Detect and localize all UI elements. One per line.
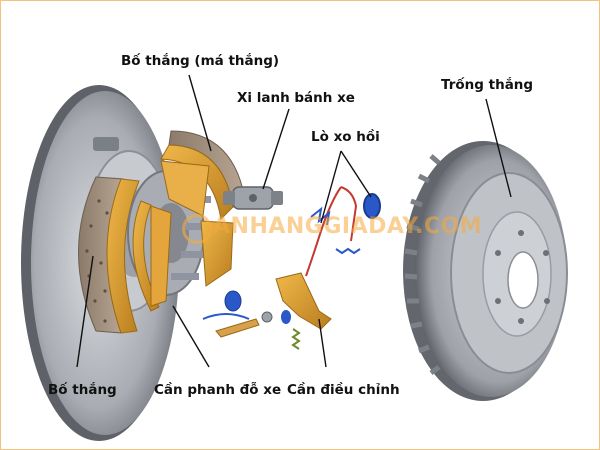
label-adjuster: Cần điều chỉnh <box>287 382 400 398</box>
leader-spring-1 <box>320 150 342 224</box>
label-shoe-bottom: Bố thắng <box>48 382 117 398</box>
return-springs <box>305 186 381 277</box>
leader-parking-lever <box>172 305 210 368</box>
leader-lines <box>76 74 512 368</box>
leader-spring-2 <box>340 150 372 198</box>
label-return-springs: Lò xo hồi <box>311 129 380 145</box>
leader-adjuster <box>318 318 327 368</box>
label-drum: Trống thắng <box>441 77 534 93</box>
leader-wheel-cylinder <box>262 108 290 190</box>
leader-shoe-top <box>188 74 212 152</box>
watermark: ANHANGGIADAY.COM <box>213 214 483 239</box>
brake-shoe-middle <box>132 200 172 312</box>
parking-brake-parts <box>202 290 273 338</box>
wheel-cylinder <box>223 186 283 210</box>
watermark-logo <box>182 214 212 244</box>
leader-drum <box>485 98 512 198</box>
label-shoe-top: Bố thắng (má thắng) <box>121 53 280 69</box>
leader-shoe-bottom <box>76 255 94 368</box>
adjuster-lever <box>275 272 332 350</box>
label-parking-lever: Cần phanh đỗ xe <box>154 382 282 398</box>
brake-drum <box>403 141 568 401</box>
label-wheel-cylinder: Xi lanh bánh xe <box>237 90 355 106</box>
